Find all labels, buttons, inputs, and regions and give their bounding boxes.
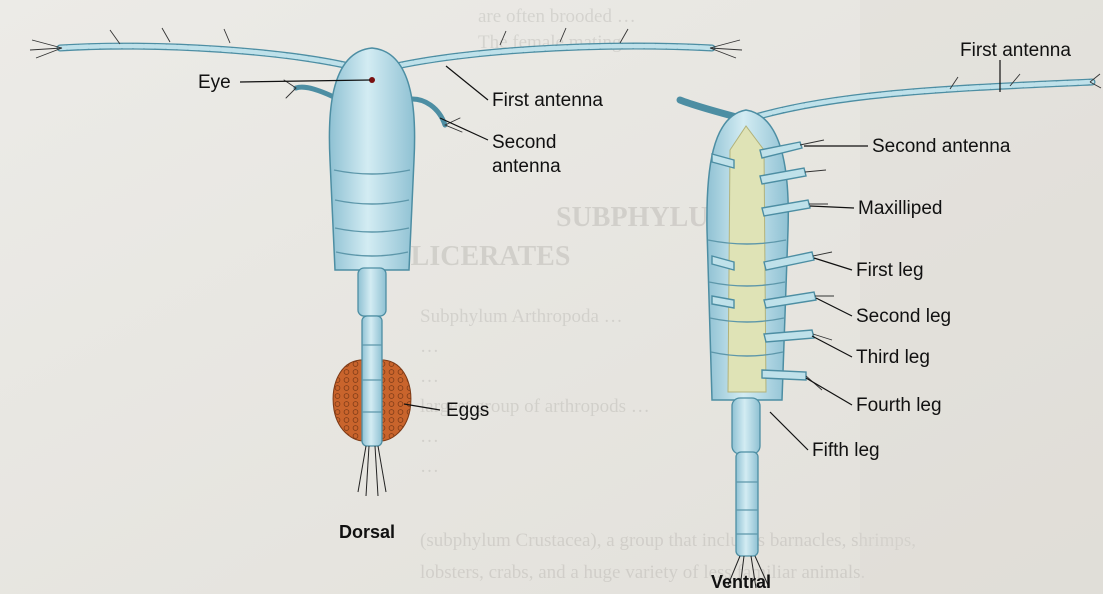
label-eggs: Eggs [446,400,489,421]
bg-line-12: lobsters, crabs, and a huge variety of l… [420,562,865,583]
dorsal-abdomen [362,316,382,446]
label-ventral-first-antenna: First antenna [960,40,1071,61]
label-fourth-leg: Fourth leg [856,395,942,416]
label-maxilliped: Maxilliped [858,198,942,219]
label-dorsal-first-antenna: First antenna [492,90,603,111]
bg-line-6: … [420,336,439,357]
bg-line-1: are often brooded … [478,6,636,27]
label-eye: Eye [198,72,231,93]
dorsal-genital-segment [358,268,386,316]
bg-line-10: … [420,456,439,477]
label-dorsal-second-antenna-2: antenna [492,156,561,177]
bg-line-7: … [420,366,439,387]
label-ventral-view: Ventral [711,572,771,592]
bg-line-5: Subphylum Arthropoda … [420,306,623,327]
bg-line-9: … [420,426,439,447]
label-dorsal-view: Dorsal [339,522,395,542]
label-fifth-leg: Fifth leg [812,440,880,461]
ventral-genital-segment [732,398,760,454]
bg-line-11: (subphylum Crustacea), a group that incl… [420,530,916,551]
label-first-leg: First leg [856,260,924,281]
label-third-leg: Third leg [856,347,930,368]
ventral-abdomen [736,452,758,556]
label-second-antenna: Second antenna [872,136,1011,157]
label-dorsal-second-antenna-1: Second [492,132,556,153]
label-second-leg: Second leg [856,306,951,327]
